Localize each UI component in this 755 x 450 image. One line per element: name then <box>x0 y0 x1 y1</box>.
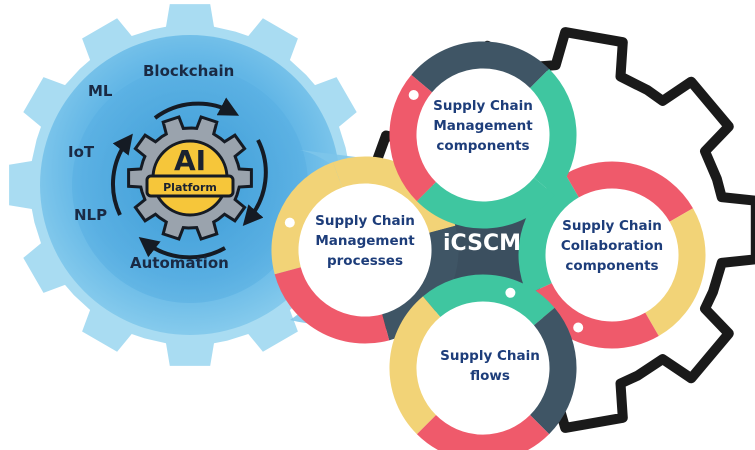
circle-bottom-line: flows <box>470 368 510 384</box>
ring-bottom-segment <box>422 274 555 326</box>
ring-right-segment <box>565 161 693 223</box>
ring-right-dot <box>573 322 584 333</box>
circle-top-line: components <box>436 138 529 154</box>
ring-left-segment <box>274 266 390 344</box>
circle-left-line: processes <box>327 253 403 269</box>
ring-bottom <box>389 274 577 450</box>
ring-top-segment <box>529 68 577 196</box>
circle-right-line: Supply Chain <box>562 218 662 234</box>
ring-bottom-fill <box>416 301 550 435</box>
ring-left-segment <box>271 162 343 275</box>
ring-bottom-segment <box>389 296 441 435</box>
label-ml: ML <box>88 82 113 100</box>
ring-top-segment <box>411 41 550 93</box>
ring-bottom-segment <box>529 307 577 435</box>
ring-group <box>271 41 706 450</box>
center-label: iCSCM <box>443 231 521 256</box>
circle-bottom-line: Supply Chain <box>440 348 540 364</box>
ai-gear-icon <box>127 115 253 241</box>
ring-top-dot <box>408 90 419 100</box>
ring-top-segment <box>416 177 555 229</box>
circle-top-line: Supply Chain <box>433 98 533 114</box>
ring-bottom-segment <box>416 414 550 450</box>
label-iot: IoT <box>68 143 95 161</box>
ring-left-fill <box>298 183 432 317</box>
ring-top-fill <box>416 68 550 202</box>
ring-right-segment <box>518 174 580 295</box>
circle-top-line: Management <box>433 118 533 134</box>
ring-top <box>389 41 577 229</box>
ring-right-fill <box>545 188 679 322</box>
cycle-arrows-icon <box>110 97 268 260</box>
label-blockchain: Blockchain <box>143 62 234 80</box>
ring-right-segment <box>644 208 706 336</box>
ring-bottom-dot <box>505 287 516 298</box>
label-automation: Automation <box>130 254 229 272</box>
circle-right-line: components <box>565 258 658 274</box>
ring-left-dot <box>284 217 295 228</box>
circle-left-line: Supply Chain <box>315 213 415 229</box>
ai-title: AI <box>174 144 206 177</box>
circle-right-line: Collaboration <box>561 238 663 254</box>
label-nlp: NLP <box>74 206 107 224</box>
ai-subtitle: Platform <box>163 181 217 194</box>
circle-left-line: Management <box>315 233 415 249</box>
